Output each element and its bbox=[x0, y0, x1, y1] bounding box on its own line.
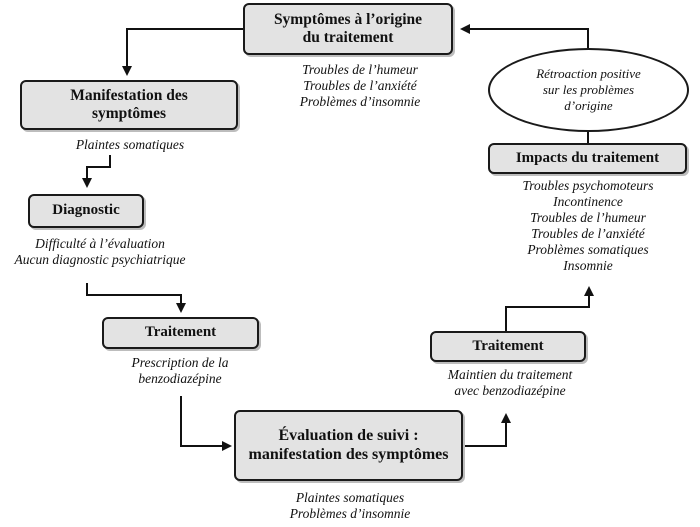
note-item: Plaintes somatiques bbox=[75, 137, 185, 152]
arrow-origin-to-manifestation bbox=[122, 28, 243, 76]
arrow-manifestation-to-diagnostic bbox=[82, 155, 111, 188]
box-traitement-2: Traitement bbox=[430, 331, 586, 362]
box-manifestation-line-2: symptômes bbox=[91, 105, 167, 122]
arrow-retroaction-to-origin bbox=[460, 24, 589, 48]
box-symptomes-origine: Symptômes à l’origine du traitement bbox=[243, 3, 453, 55]
box-diagnostic-label: Diagnostic bbox=[52, 202, 120, 219]
note-item: benzodiazépine bbox=[138, 370, 222, 386]
note-evaluation: Plaintes somatiques Problèmes d’insomnie bbox=[275, 490, 425, 522]
retroaction-line-1: Rétroaction positive bbox=[536, 65, 641, 81]
note-item: Difficulté à l’évaluation bbox=[35, 236, 165, 251]
note-impacts: Troubles psychomoteurs Incontinence Trou… bbox=[500, 178, 676, 274]
arrow-traitement1-to-evaluation bbox=[180, 396, 232, 451]
note-item: Problèmes d’insomnie bbox=[299, 93, 421, 109]
note-symptomes-origine: Troubles de l’humeur Troubles de l’anxié… bbox=[280, 62, 440, 110]
note-item: avec benzodiazépine bbox=[454, 382, 566, 398]
note-item: Troubles de l’humeur bbox=[530, 209, 646, 225]
retroaction-line-3: d’origine bbox=[564, 98, 613, 114]
note-item: Troubles de l’humeur bbox=[302, 62, 418, 77]
arrow-evaluation-to-traitement2 bbox=[463, 413, 511, 447]
box-impacts-traitement: Impacts du traitement bbox=[488, 143, 687, 174]
box-evaluation-line-1: Évaluation de suivi : bbox=[278, 426, 419, 444]
note-item: Troubles de l’anxiété bbox=[303, 77, 417, 93]
note-traitement-1: Prescription de la benzodiazépine bbox=[110, 355, 250, 387]
box-traitement-1: Traitement bbox=[102, 317, 259, 349]
arrow-diagnostic-to-traitement1 bbox=[86, 283, 186, 313]
box-evaluation-suivi: Évaluation de suivi : manifestation des … bbox=[234, 410, 463, 481]
note-item: Troubles psychomoteurs bbox=[522, 178, 654, 193]
note-item: Troubles de l’anxiété bbox=[531, 225, 645, 241]
box-traitement-1-label: Traitement bbox=[144, 324, 217, 341]
note-manifestation: Plaintes somatiques bbox=[40, 137, 220, 153]
note-item: Problèmes d’insomnie bbox=[289, 505, 411, 521]
box-symptomes-origine-line-1: Symptômes à l’origine bbox=[273, 10, 423, 28]
box-manifestation-symptomes: Manifestation des symptômes bbox=[20, 80, 238, 130]
note-item: Incontinence bbox=[553, 193, 623, 209]
arrow-traitement2-to-impacts bbox=[505, 286, 594, 332]
note-diagnostic: Difficulté à l’évaluation Aucun diagnost… bbox=[5, 236, 195, 268]
note-item: Maintien du traitement bbox=[447, 367, 573, 382]
note-traitement-2: Maintien du traitement avec benzodiazépi… bbox=[425, 367, 595, 399]
box-manifestation-line-1: Manifestation des bbox=[70, 86, 188, 104]
note-item: Plaintes somatiques bbox=[295, 490, 405, 505]
box-diagnostic: Diagnostic bbox=[28, 194, 144, 228]
box-symptomes-origine-line-2: du traitement bbox=[302, 29, 394, 46]
ellipse-retroaction-positive: Rétroaction positive sur les problèmes d… bbox=[488, 48, 689, 132]
note-item: Problèmes somatiques bbox=[527, 241, 649, 257]
box-traitement-2-label: Traitement bbox=[472, 337, 544, 354]
retroaction-line-2: sur les problèmes bbox=[542, 81, 635, 97]
note-item: Prescription de la bbox=[131, 355, 229, 370]
box-evaluation-line-2: manifestation des symptômes bbox=[248, 445, 449, 463]
note-item: Insomnie bbox=[563, 257, 613, 273]
box-impacts-label: Impacts du traitement bbox=[515, 149, 660, 166]
note-item: Aucun diagnostic psychiatrique bbox=[14, 251, 186, 267]
